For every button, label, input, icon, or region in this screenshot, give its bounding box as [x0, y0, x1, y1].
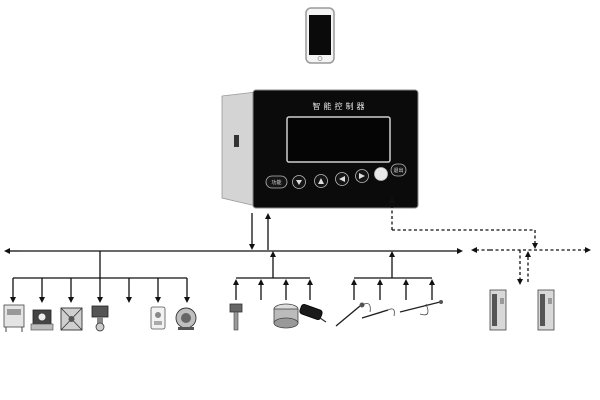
relay-icon: [3, 304, 25, 332]
function-button-label: 功能: [271, 179, 281, 186]
controller-title: 智能控制器: [313, 101, 368, 111]
probe-sensor-icon: [299, 303, 327, 323]
solenoid-valve-icon: [30, 309, 54, 331]
controller-display: [286, 116, 391, 163]
fan-icon: [60, 307, 83, 331]
controller-device: 智能控制器 功能 退出: [221, 89, 419, 209]
function-button: [265, 175, 288, 189]
exit-button-label: 退出: [393, 167, 403, 174]
water-valve-icon: [91, 305, 109, 332]
exit-button: [390, 163, 407, 177]
gas-sensor-icon: [273, 303, 299, 329]
connection-lines: [4, 213, 463, 303]
level-sensor-icon: [229, 303, 243, 331]
temperature-probe-icon: [335, 302, 371, 327]
controller-buttons: 功能 退出: [265, 163, 407, 189]
temperature-probe-icon: [399, 300, 443, 316]
io-module-icon: [489, 289, 507, 331]
communication-lines: [389, 197, 591, 285]
humidity-sensor-icon: [150, 306, 166, 330]
io-module-icon: [537, 289, 555, 331]
temperature-probe-icon: [361, 308, 395, 319]
enter-button: [374, 167, 388, 181]
smartphone-icon: [305, 7, 335, 64]
motor-icon: [175, 307, 197, 330]
